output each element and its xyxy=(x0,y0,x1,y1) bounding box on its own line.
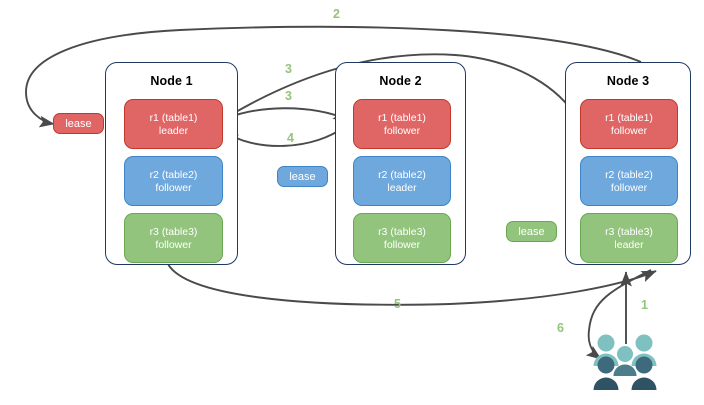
replica-node-2-r3: r3 (table3) follower xyxy=(353,213,451,263)
replica-node-3-r1: r1 (table1) follower xyxy=(580,99,678,149)
replica-name: r3 (table3) xyxy=(605,225,653,238)
replica-name: r1 (table1) xyxy=(605,111,653,124)
replica-name: r2 (table2) xyxy=(149,168,198,181)
replica-role: leader xyxy=(614,238,644,251)
replica-name: r2 (table2) xyxy=(378,168,426,181)
replica-node-1-r1: r1 (table1) leader xyxy=(124,99,223,149)
lease-chip-r1: lease xyxy=(53,113,104,134)
replica-role: follower xyxy=(610,181,648,194)
replica-name: r1 (table1) xyxy=(149,111,198,124)
replica-role: follower xyxy=(383,238,421,251)
replica-role: leader xyxy=(158,124,189,137)
replica-node-2-r2: r2 (table2) leader xyxy=(353,156,451,206)
replica-name: r3 (table3) xyxy=(378,225,426,238)
step-label-5: 5 xyxy=(394,297,401,311)
replica-role: follower xyxy=(383,124,421,137)
replica-name: r2 (table2) xyxy=(605,168,653,181)
arrow-step-4 xyxy=(223,123,349,147)
lease-chip-r2: lease xyxy=(277,166,328,187)
clients-icon xyxy=(593,334,657,390)
step-label-4: 4 xyxy=(287,131,294,145)
lease-chip-r3: lease xyxy=(506,221,557,242)
replica-node-1-r3: r3 (table3) follower xyxy=(124,213,223,263)
arrow-step-5 xyxy=(167,263,657,306)
replica-role: leader xyxy=(387,181,417,194)
replica-role: follower xyxy=(610,124,648,137)
replica-node-2-r1: r1 (table1) follower xyxy=(353,99,451,149)
replica-node-1-r2: r2 (table2) follower xyxy=(124,156,223,206)
node-title-node-2: Node 2 xyxy=(379,74,422,88)
node-box-node-2: Node 2 r1 (table1) follower r2 (table2) … xyxy=(335,62,466,265)
replica-node-3-r3: r3 (table3) leader xyxy=(580,213,678,263)
step-label-1: 1 xyxy=(641,298,648,312)
arrow-step-3-lower xyxy=(218,107,349,123)
replica-name: r3 (table3) xyxy=(149,225,198,238)
step-label-2: 2 xyxy=(333,7,340,21)
node-box-node-3: Node 3 r1 (table1) follower r2 (table2) … xyxy=(565,62,691,265)
replica-node-3-r2: r2 (table2) follower xyxy=(580,156,678,206)
replica-role: follower xyxy=(155,238,192,251)
replica-role: follower xyxy=(155,181,192,194)
step-label-6: 6 xyxy=(557,321,564,335)
step-label-3b: 3 xyxy=(285,89,292,103)
replica-name: r1 (table1) xyxy=(378,111,426,124)
node-title-node-3: Node 3 xyxy=(606,74,650,88)
step-label-3a: 3 xyxy=(285,62,292,76)
node-box-node-1: Node 1 r1 (table1) leader r2 (table2) fo… xyxy=(105,62,238,265)
node-title-node-1: Node 1 xyxy=(150,74,193,88)
